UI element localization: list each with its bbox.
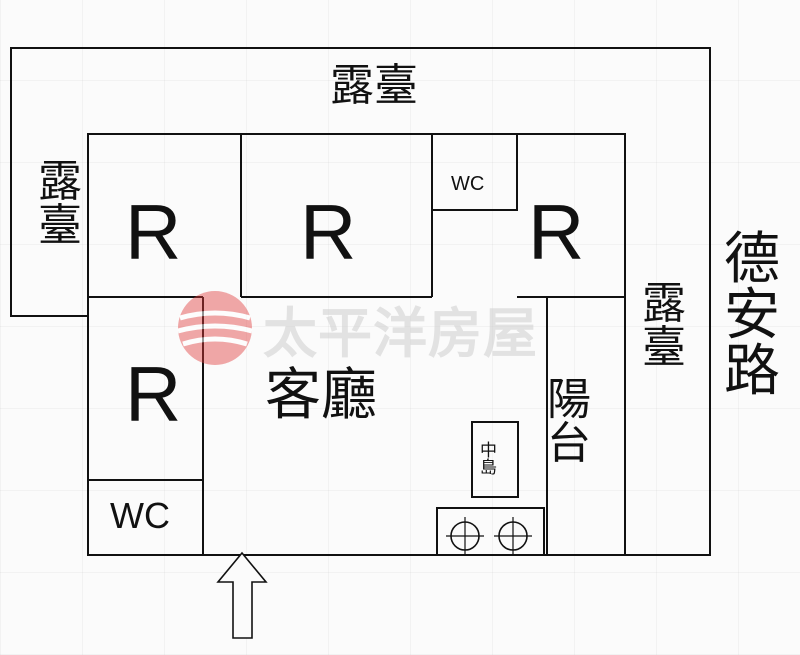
wc-large-label: WC [110, 495, 170, 536]
island-char-1: 中 [480, 441, 497, 461]
right-terrace-char-2: 臺 [642, 322, 686, 373]
building-outline [87, 133, 626, 556]
left-terrace-label: 露 臺 [38, 160, 82, 248]
top-terrace-label: 露臺 [330, 60, 418, 111]
living-room-label: 客廳 [265, 363, 377, 428]
right-terrace-char-1: 露 [642, 278, 686, 329]
outer-terrace-wall [10, 47, 711, 556]
room-r3-label: R [528, 188, 585, 276]
road-char-2: 安 [724, 283, 780, 348]
room-r1-label: R [125, 188, 182, 276]
island-label: 中 島 [480, 443, 497, 477]
road-char-3: 路 [724, 339, 780, 404]
road-char-1: 德 [724, 227, 780, 292]
wc-small-label: WC [451, 173, 485, 195]
left-terrace-char-2: 臺 [38, 200, 82, 251]
wc-small-wall [432, 134, 518, 211]
balcony-char-2: 台 [547, 418, 591, 469]
balcony-label: 陽 台 [547, 378, 591, 466]
right-terrace-label: 露 臺 [642, 282, 686, 370]
balcony-char-1: 陽 [547, 374, 591, 425]
left-terrace-char-1: 露 [38, 156, 82, 207]
island-counter [471, 421, 519, 498]
stove-burner-icon [436, 507, 545, 556]
road-label: 德 安 路 [724, 232, 780, 400]
room-r4-label: R [125, 350, 182, 438]
island-char-2: 島 [480, 458, 497, 478]
room-r2-label: R [300, 188, 357, 276]
up-arrow-icon [216, 551, 268, 639]
